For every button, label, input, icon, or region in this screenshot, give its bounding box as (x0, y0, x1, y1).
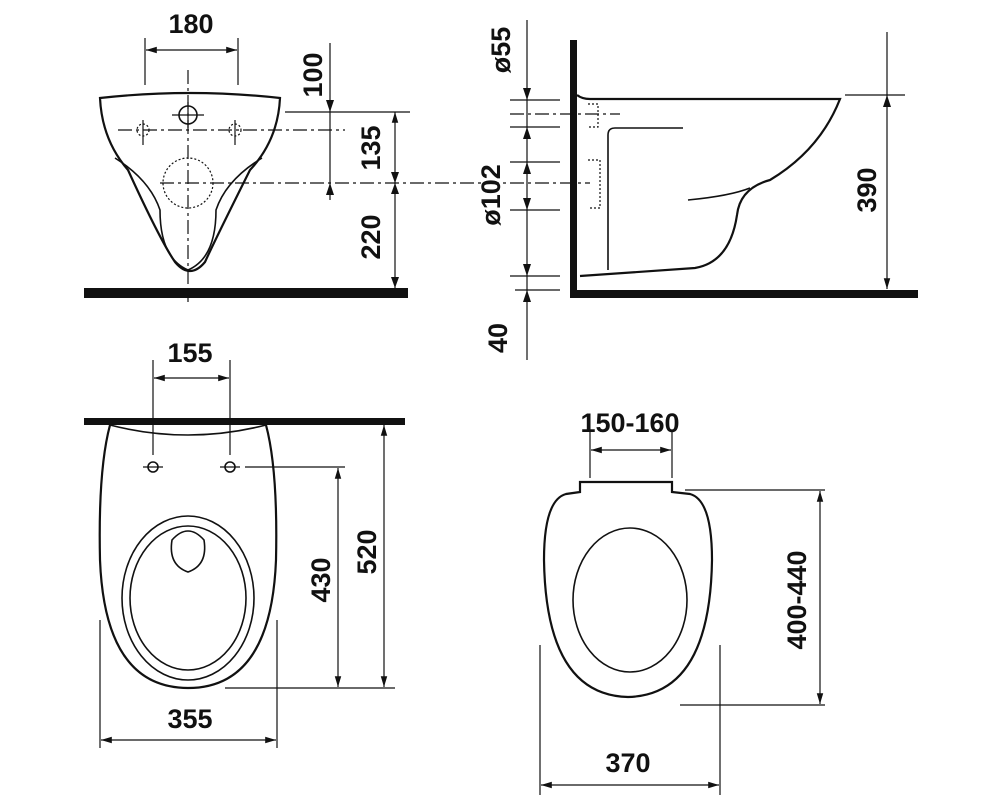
dim-150-160: 150-160 (580, 408, 679, 438)
dim-40: 40 (483, 323, 513, 353)
wall-line (570, 40, 577, 298)
dim-390: 390 (852, 167, 882, 212)
top-view: 155 430 520 355 (84, 338, 405, 748)
dim-135: 135 (356, 125, 386, 170)
seat-outline (542, 480, 714, 699)
floor-line (84, 288, 408, 298)
front-view: 180 100 135 220 (84, 9, 590, 302)
dim-180: 180 (168, 9, 213, 39)
seat-opening (572, 527, 688, 673)
dim-370: 370 (605, 748, 650, 778)
bowl-top-outline (98, 424, 278, 690)
dim-155: 155 (167, 338, 212, 368)
dim-100: 100 (298, 52, 328, 97)
dim-400-440: 400-440 (782, 550, 812, 649)
floor-line (570, 290, 918, 298)
dim-430: 430 (306, 557, 336, 602)
dim-220: 220 (356, 214, 386, 259)
side-view: ø55 ø102 40 390 (476, 20, 918, 360)
seat-view: 150-160 400-440 370 (539, 408, 825, 795)
bowl-outline (98, 91, 282, 273)
bowl-drain (170, 530, 206, 573)
bowl-side-outline (576, 94, 842, 278)
wall-line (84, 418, 405, 425)
bowl-rim (121, 515, 255, 681)
dim-diameter-55: ø55 (486, 27, 516, 74)
dim-355: 355 (167, 704, 212, 734)
dim-diameter-102: ø102 (476, 164, 506, 226)
dim-520: 520 (352, 529, 382, 574)
